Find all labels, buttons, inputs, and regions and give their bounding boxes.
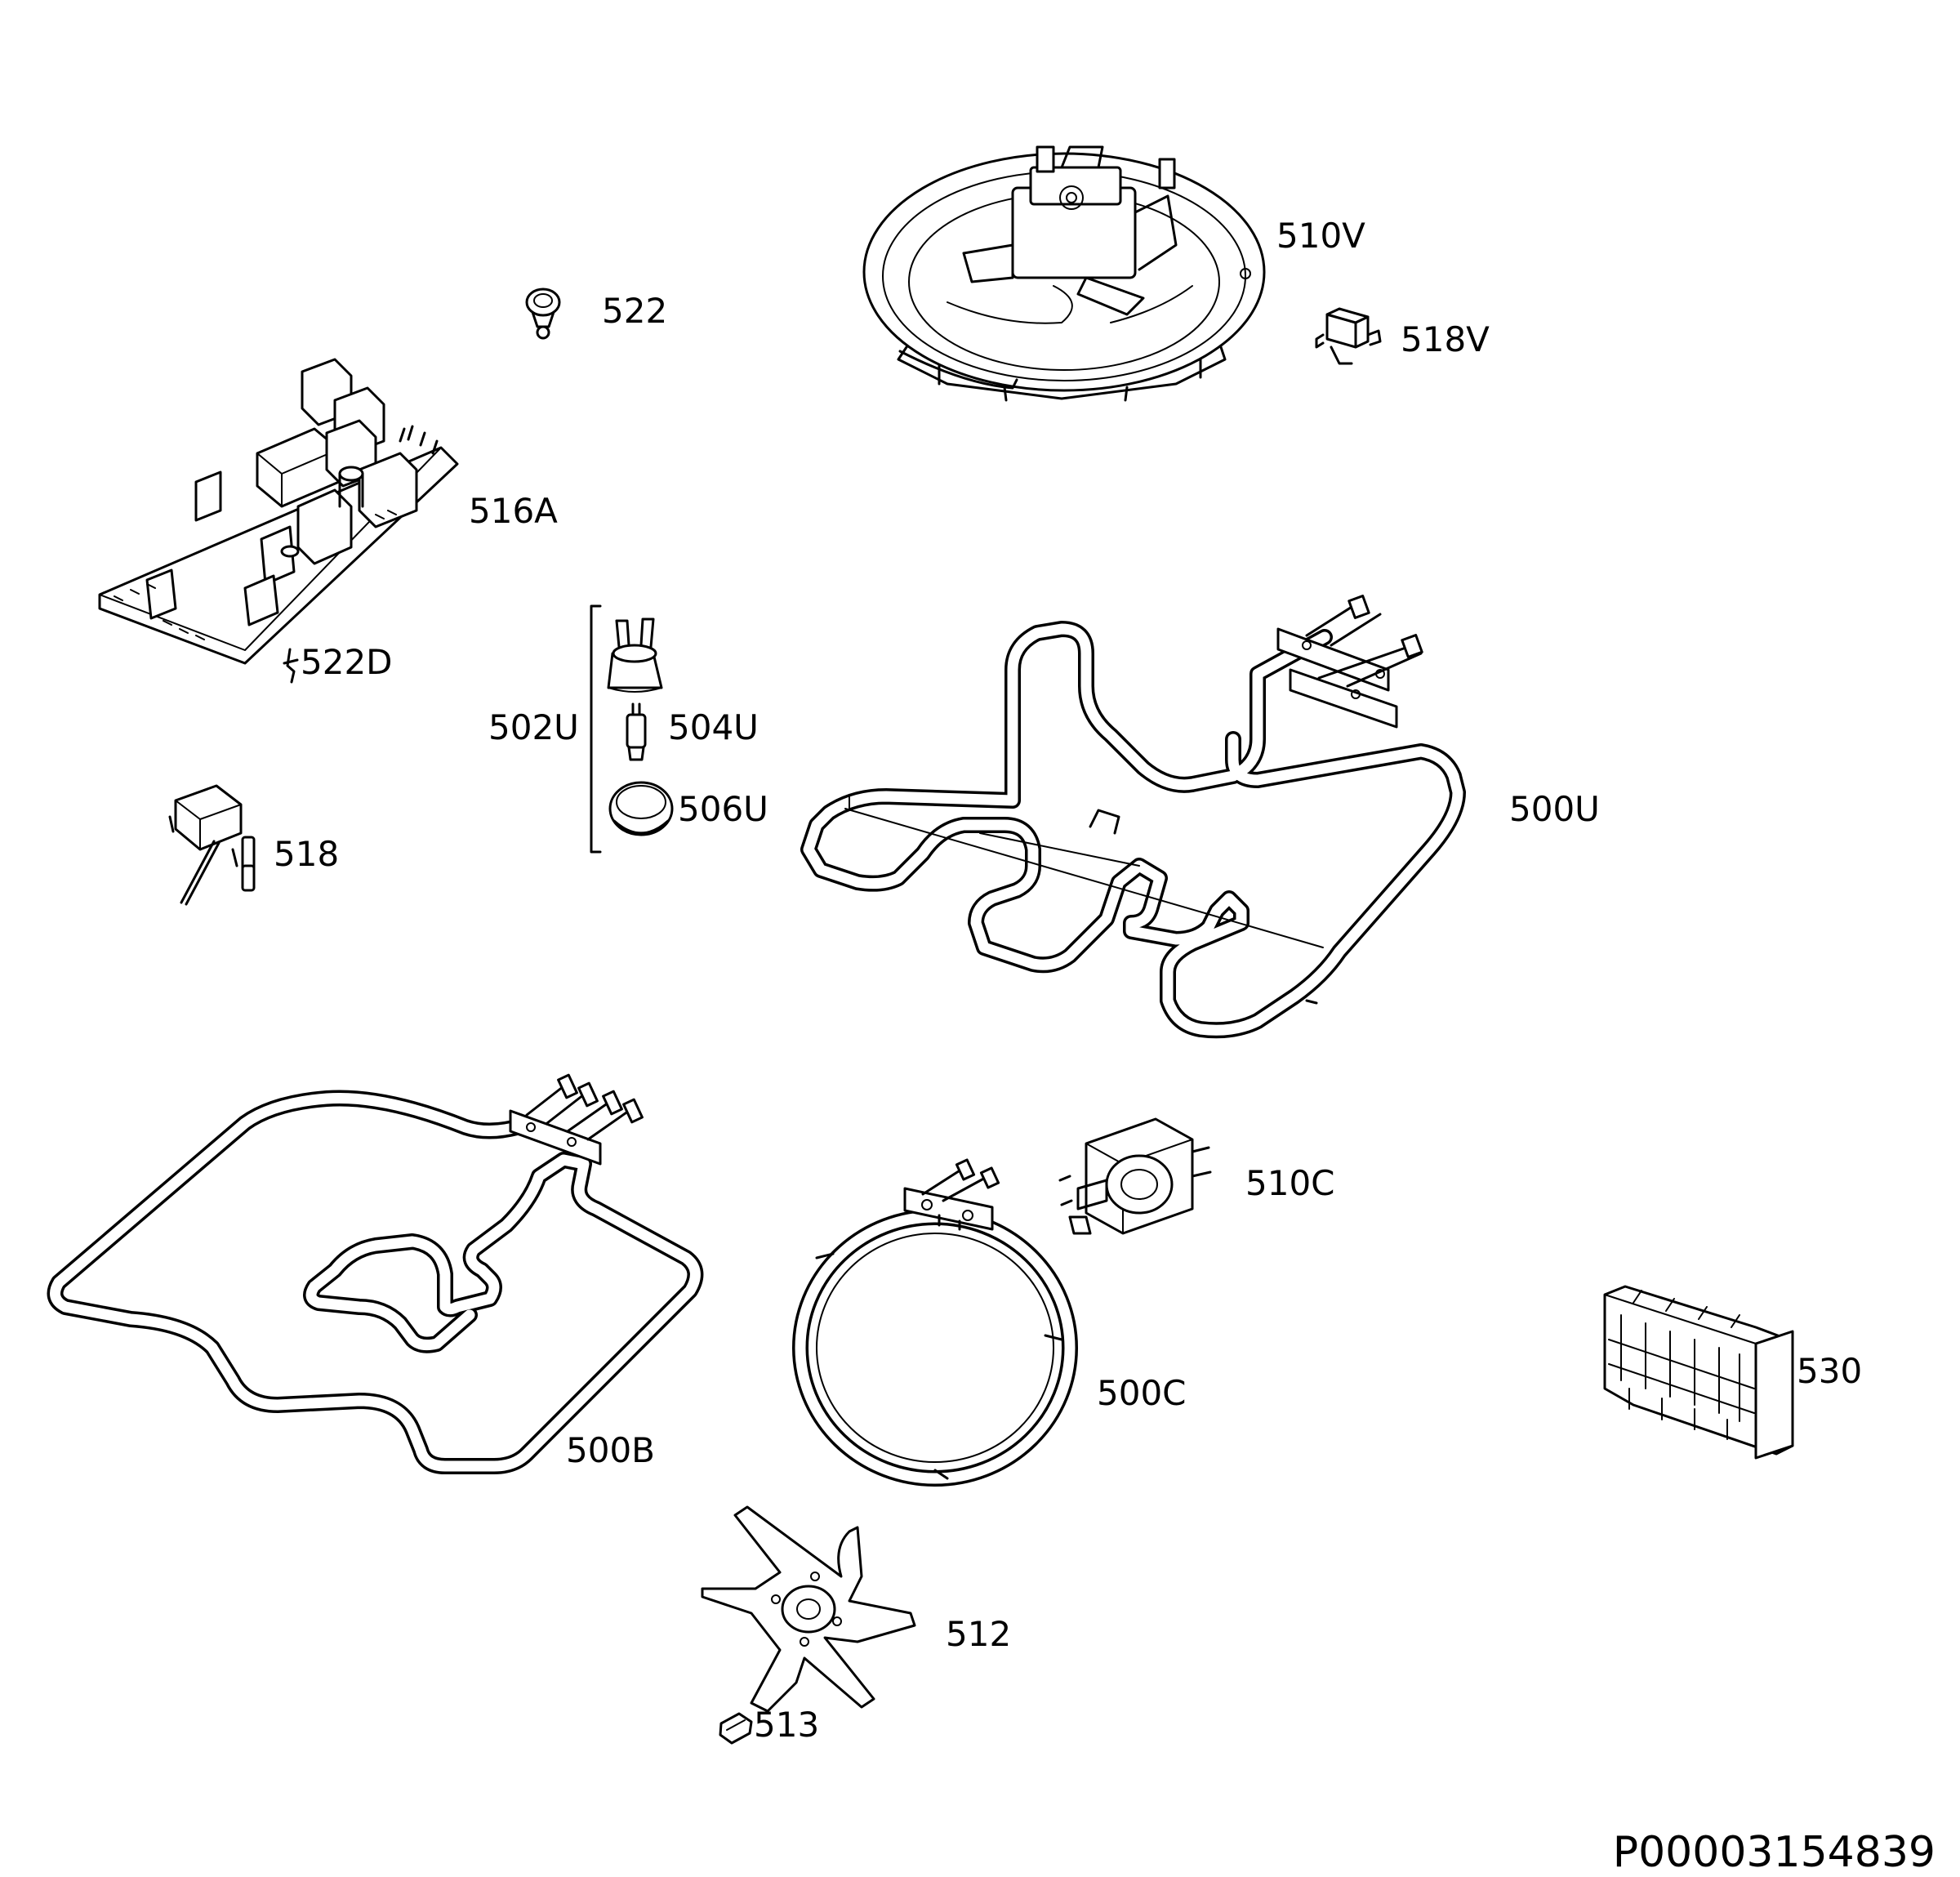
thermostat-bracket-icon [1315, 307, 1382, 365]
document-id: P00003154839 [1613, 1828, 1936, 1877]
lamp-assembly-bracket-icon [590, 604, 602, 854]
lamp-holder-icon [607, 617, 663, 693]
thermal-fuse-icon [168, 784, 256, 906]
part-label-512: 512 [946, 1614, 1011, 1654]
part-label-500u: 500U [1509, 789, 1600, 829]
lamp-bulb-icon [626, 702, 647, 761]
terminal-block-icon [1603, 1285, 1794, 1460]
part-label-500c: 500C [1097, 1373, 1187, 1413]
part-label-516a: 516A [469, 491, 558, 531]
part-label-510v: 510V [1276, 216, 1365, 256]
part-label-504u: 504U [668, 707, 759, 747]
part-label-518v: 518V [1401, 319, 1490, 359]
nut-icon [719, 1712, 753, 1745]
part-label-530: 530 [1797, 1351, 1862, 1391]
part-label-513: 513 [754, 1705, 819, 1745]
lamp-cover-icon [608, 781, 674, 836]
part-label-506u: 506U [678, 789, 768, 829]
part-label-502u: 502U [488, 707, 579, 747]
fan-blade-icon [701, 1505, 916, 1713]
cable-clip-icon [525, 288, 561, 340]
circular-heating-element-icon [792, 1158, 1078, 1487]
small-clip-icon [283, 648, 299, 684]
cooling-fan-motor-icon [1058, 1117, 1212, 1235]
part-label-522: 522 [602, 291, 667, 331]
part-label-500b: 500B [566, 1430, 655, 1470]
part-label-518: 518 [274, 834, 339, 874]
bottom-heating-element-icon [47, 1073, 704, 1474]
upper-heating-element-icon [800, 595, 1466, 1039]
circuit-board-icon [98, 358, 459, 665]
part-label-522d: 522D [301, 642, 393, 682]
fan-motor-housing-icon [862, 145, 1266, 402]
part-label-510c: 510C [1245, 1163, 1335, 1203]
